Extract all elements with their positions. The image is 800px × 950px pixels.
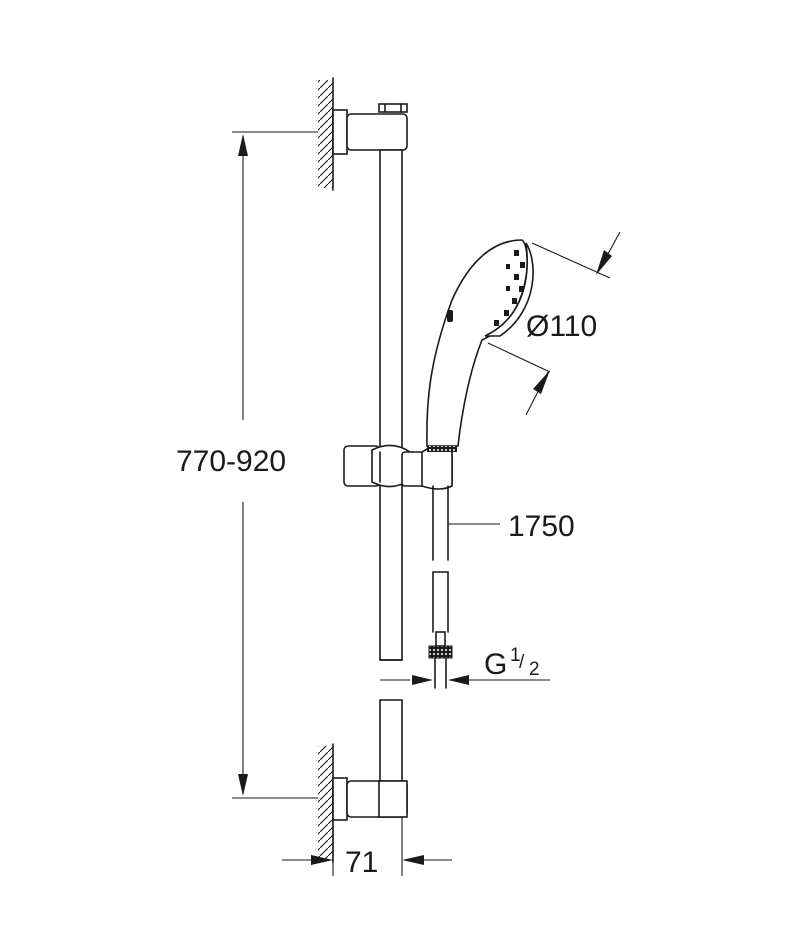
thread-slash: / — [519, 652, 525, 673]
diameter-dimension — [487, 231, 621, 416]
thread-numerator: 1 — [510, 645, 521, 666]
offset-dimension — [282, 818, 452, 876]
height-dimension — [232, 131, 318, 799]
shower-hose — [428, 485, 453, 689]
bottom-wall-bracket — [332, 777, 408, 821]
hose-length-label: 1750 — [508, 510, 575, 543]
height-range-label: 770-920 — [176, 445, 286, 478]
thread-label: G 1 / 2 — [484, 645, 540, 681]
spray-selector-button — [447, 310, 453, 322]
spray-face — [494, 250, 525, 326]
handle-knurl — [427, 446, 457, 452]
thread-denominator: 2 — [529, 659, 540, 680]
wall-bottom — [318, 743, 334, 863]
top-wall-bracket — [332, 103, 408, 155]
thread-prefix: G — [484, 648, 507, 681]
hand-shower — [426, 239, 534, 452]
thread-dimension — [380, 675, 550, 685]
wall-top — [318, 77, 334, 191]
wall-offset-label: 71 — [345, 846, 378, 879]
head-diameter-label: Ø110 — [526, 310, 597, 343]
